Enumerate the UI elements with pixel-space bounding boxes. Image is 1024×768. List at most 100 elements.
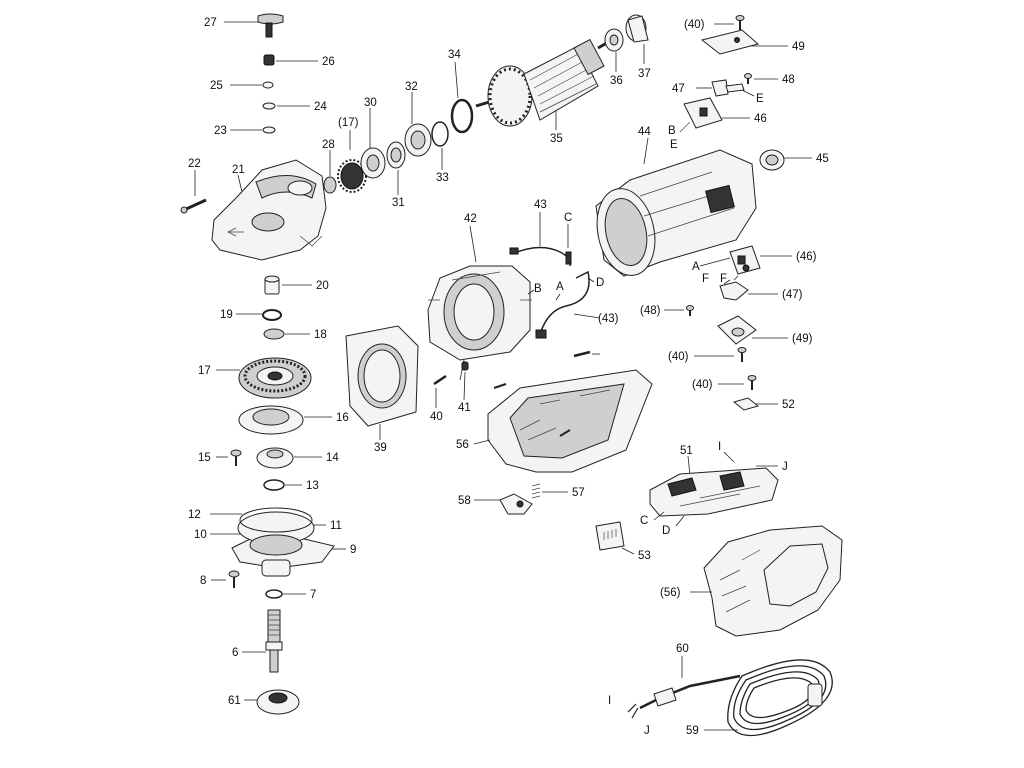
part-48b-screw	[664, 305, 694, 316]
part-37-sleeve	[625, 14, 649, 64]
label-53: 53	[638, 550, 651, 562]
label-27: 27	[204, 17, 217, 29]
label-46-paren: (46)	[796, 251, 817, 263]
label-35: 35	[550, 133, 563, 145]
label-39: 39	[374, 442, 387, 454]
label-43-paren: (43)	[598, 313, 619, 325]
part-46-brush-holder	[679, 97, 750, 133]
part-17-pinion	[337, 130, 367, 193]
label-23: 23	[214, 125, 227, 137]
label-15: 15	[198, 452, 211, 464]
callout-labels: 27 26 25 24 23 22 21 (17) 28 30 31 32 33…	[188, 17, 829, 737]
label-11: 11	[330, 520, 342, 532]
label-F-right: F	[702, 273, 709, 285]
part-40-screw-center	[433, 374, 447, 408]
part-52-plate	[732, 397, 778, 411]
label-12: 12	[188, 509, 201, 521]
label-17: 17	[198, 365, 211, 377]
part-47-clip	[696, 79, 755, 97]
part-49-cover	[700, 29, 788, 55]
part-33-ring	[431, 121, 449, 170]
label-J-cable: J	[644, 725, 650, 737]
label-24: 24	[314, 101, 327, 113]
label-B-top: B	[668, 125, 676, 137]
part-30-bearing	[360, 108, 386, 179]
label-7: 7	[310, 589, 316, 601]
part-36-bearing	[604, 28, 624, 72]
label-B-center: B	[534, 283, 542, 295]
part-34-baffle	[450, 61, 474, 134]
part-59-power-cable	[627, 656, 833, 737]
part-13-ring	[263, 479, 302, 491]
label-41: 41	[458, 402, 471, 414]
part-51-switch	[649, 451, 779, 527]
part-40c-screw	[718, 375, 757, 390]
label-32: 32	[405, 81, 418, 93]
part-57-spring	[531, 483, 568, 499]
label-40-top: (40)	[684, 19, 705, 31]
label-36: 36	[610, 75, 623, 87]
label-40-right-a: (40)	[668, 351, 689, 363]
label-19: 19	[220, 309, 233, 321]
label-37: 37	[638, 68, 651, 80]
label-9: 9	[350, 544, 356, 556]
label-47-paren: (47)	[782, 289, 803, 301]
label-6: 6	[232, 647, 238, 659]
label-48-paren: (48)	[640, 305, 661, 317]
part-25-washer	[230, 81, 274, 89]
label-28: 28	[322, 139, 335, 151]
label-57: 57	[572, 487, 585, 499]
part-22-screw	[180, 170, 207, 214]
label-49-paren: (49)	[792, 333, 813, 345]
part-46b-brush-holder	[699, 245, 792, 281]
part-40d-screw	[573, 350, 600, 358]
part-35-armature	[475, 38, 613, 130]
part-61-bearing	[244, 689, 300, 715]
part-42-field-coil	[427, 225, 532, 381]
label-42: 42	[464, 213, 477, 225]
label-D-center: D	[596, 277, 604, 289]
part-14-spacer	[256, 447, 322, 469]
label-56: 56	[456, 439, 469, 451]
label-E-mid: E	[670, 139, 678, 151]
label-33: 33	[436, 172, 449, 184]
label-J-switch: J	[782, 461, 788, 473]
part-56b-handle-housing	[690, 525, 843, 637]
label-52: 52	[782, 399, 795, 411]
part-17-bevel-gear	[216, 357, 312, 399]
label-A-right: A	[692, 261, 700, 273]
label-40-center: 40	[430, 411, 443, 423]
part-45-cap	[759, 149, 812, 171]
part-44-motor-housing	[595, 137, 757, 277]
part-6-spindle	[242, 609, 283, 673]
label-21: 21	[232, 164, 245, 176]
part-48-screw	[744, 73, 778, 84]
label-I-switch: I	[718, 441, 721, 453]
part-40b-screw	[694, 347, 747, 362]
label-8: 8	[200, 575, 206, 587]
label-56-paren: (56)	[660, 587, 681, 599]
label-10: 10	[194, 529, 207, 541]
part-56-housing-half	[473, 369, 653, 473]
label-D-switch: D	[662, 525, 670, 537]
label-45: 45	[816, 153, 829, 165]
label-A-center: A	[556, 281, 564, 293]
label-16: 16	[336, 412, 349, 424]
part-8-screw	[211, 570, 240, 588]
label-26: 26	[322, 56, 335, 68]
label-22: 22	[188, 158, 201, 170]
part-32-bearing	[404, 92, 432, 157]
label-40-right-b: (40)	[692, 379, 713, 391]
part-18-nut	[263, 328, 310, 340]
part-40-screw-top	[714, 15, 745, 30]
part-7-ring	[265, 589, 306, 599]
part-20-bushing	[264, 275, 312, 295]
part-49b-cover	[717, 315, 788, 345]
label-31: 31	[392, 197, 405, 209]
label-51: 51	[680, 445, 693, 457]
label-17-paren: (17)	[338, 117, 359, 129]
part-15-screw	[216, 449, 242, 466]
part-28-nut	[323, 150, 337, 194]
label-25: 25	[210, 80, 223, 92]
